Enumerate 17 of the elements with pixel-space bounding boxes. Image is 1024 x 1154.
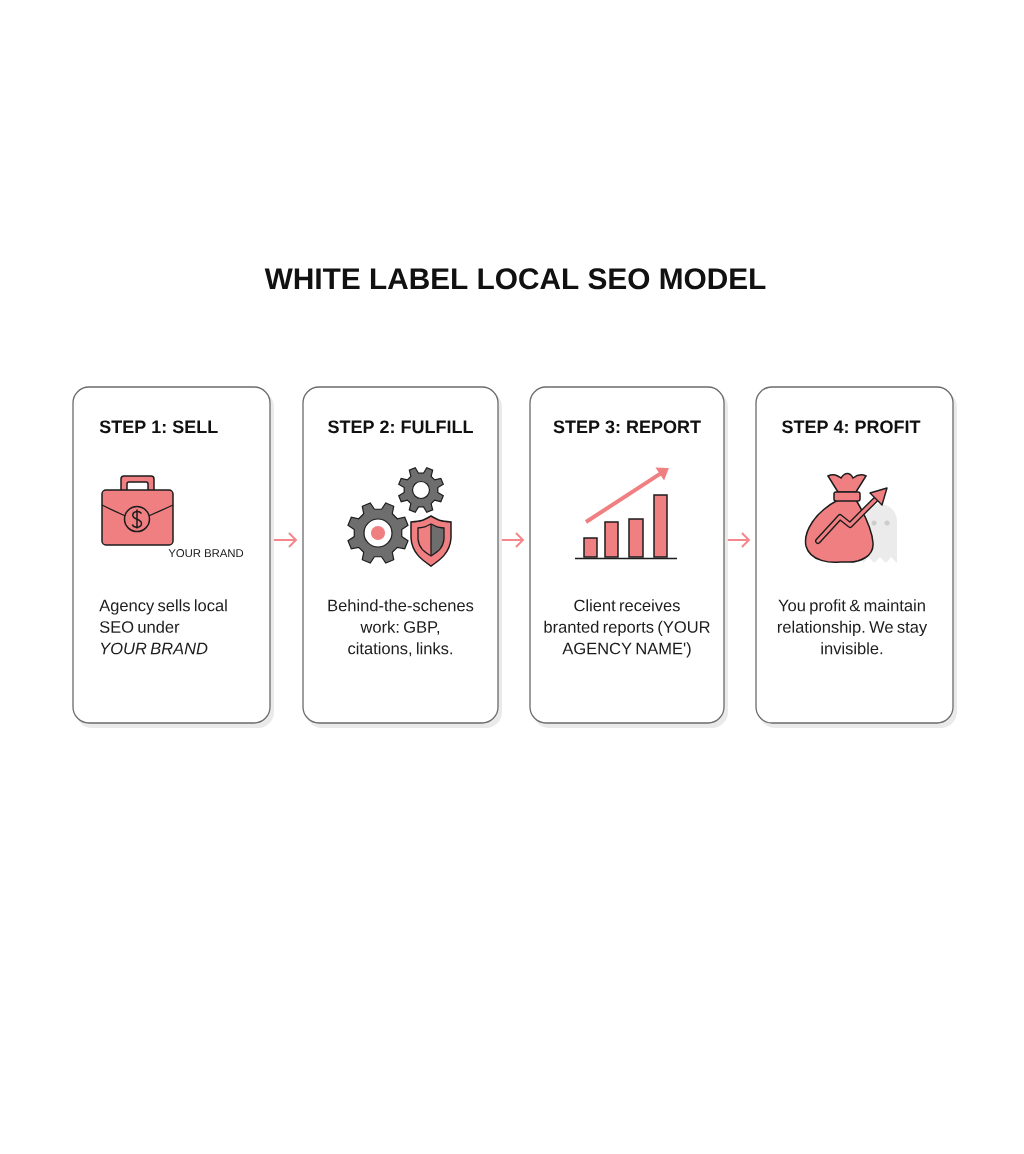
step-heading: STEP 1: SELL [99,420,218,434]
step-card [72,386,274,728]
step-description: Behind-the-schenes work: GBP, citations, links. [328,599,474,657]
step-heading: STEP 4: PROFIT [782,420,921,434]
step-heading: STEP 2: FULFILL [328,420,473,434]
step-heading: STEP 3: REPORT [553,420,701,434]
step-card [529,386,728,728]
step-card [755,386,957,728]
title: WHITE LABEL LOCAL SEO MODEL [264,268,766,290]
arrow [501,532,525,548]
step-card [302,386,502,728]
arrow [727,532,751,548]
caption-text: YOUR BRAND [168,549,244,558]
step-description: Agency sells local SEO under YOUR BRAND [99,599,227,655]
arrow [273,532,298,548]
step-description: You profit & maintain relationship. We stay invisible. [777,599,928,655]
step-description: Client receives branted reports (YOUR AGENCY NAME') [544,599,710,658]
